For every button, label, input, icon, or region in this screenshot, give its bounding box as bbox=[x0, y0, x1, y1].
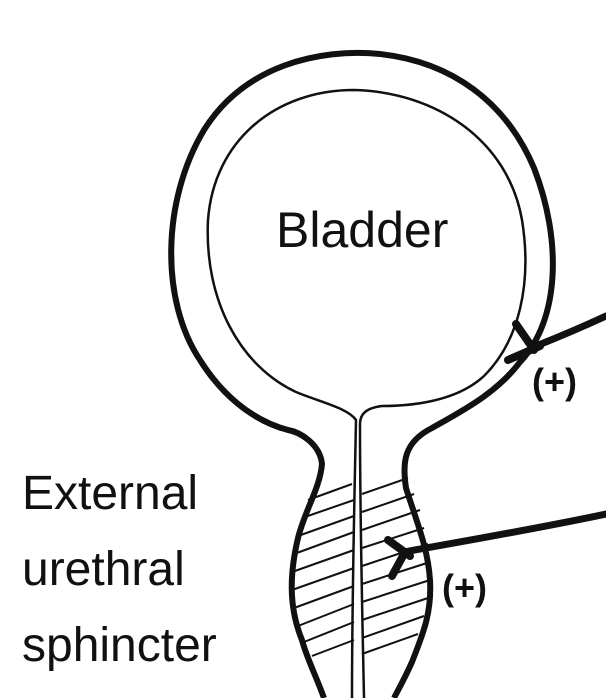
sphincter-label-line-2: urethral bbox=[22, 546, 185, 594]
sphincter-nerve-terminal-foot bbox=[392, 554, 404, 576]
sphincter-nerve-fiber bbox=[404, 514, 606, 552]
sphincter-excitation-sign: (+) bbox=[442, 570, 487, 606]
bladder-label: Bladder bbox=[276, 205, 448, 255]
bladder-excitation-sign: (+) bbox=[532, 364, 577, 400]
sphincter-label-line-3: sphincter bbox=[22, 622, 217, 670]
sphincter-label-line-1: External bbox=[22, 470, 198, 518]
